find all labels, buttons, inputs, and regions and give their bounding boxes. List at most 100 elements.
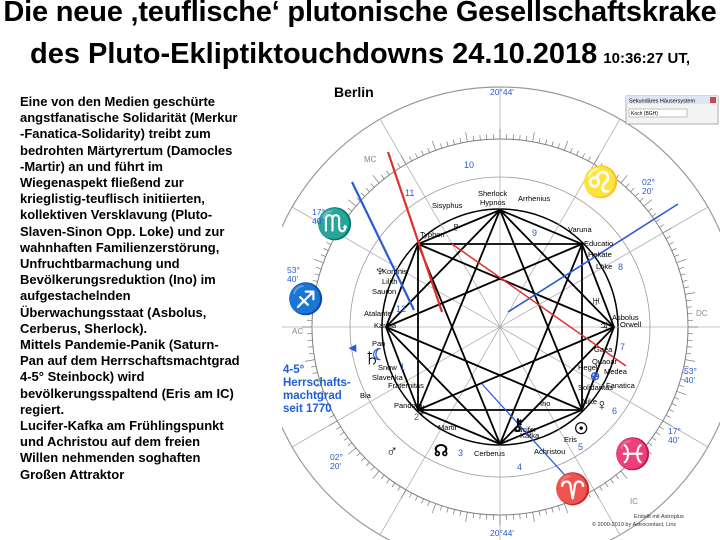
svg-text:8: 8 [618,262,623,272]
mars-glyph: ♂ [386,443,398,460]
body-label-kafka: Kafka [520,431,540,440]
ic-label: IC [630,497,638,506]
body-label-cerberus: Cerberus [474,449,505,458]
svg-text:40': 40' [668,435,679,445]
house-cusps [282,87,720,540]
astrology-chart: ♌ ♏ ♐ ♓ ♈ 20°44' 02° 20' 17° 40' 53° 40'… [282,84,720,540]
credit-line-2: © 2000-2019 by Astrocontact, Linz [592,521,676,528]
body-label-koronis: Koronis [382,267,408,276]
body-label-ino: Ino [540,399,550,408]
dialog-title: Sekundäres Häusersystem [629,99,695,105]
dialog-close-icon[interactable] [710,97,716,103]
svg-text:3: 3 [458,448,463,458]
planet-glyphs: ♇ ♆ ☾ ♄ ◄ ♅ ♃ ♀ ⊕ ☿ ♂ ☉ ⚷ ☊ [346,219,610,460]
house-system-dialog[interactable]: Sekundäres Häusersystem Koch (BGH) [625,95,719,125]
degree-top: 20°44' [490,87,514,97]
aspect-lines [384,209,616,446]
ac-label: AC [292,327,303,336]
degree-left: 53° [287,265,300,275]
body-label-fraternitas: Fraternitas [388,381,424,390]
body-label-sauron: Sauron [372,287,396,296]
jupiter-glyph: ♃ [598,318,610,335]
venus-marker: ⊕ [590,369,600,383]
north-node-glyph: ☊ [434,443,448,460]
aries-sign: ♈ [554,471,591,506]
body-label-solidaritas: Solidaritas [578,383,613,392]
sun-glyph: ☉ [574,421,588,438]
svg-text:9: 9 [532,228,537,238]
saturn-glyph: ♄ [362,342,382,372]
body-label-orwell: Orwell [620,320,642,329]
leo-sign: ♌ [582,164,619,199]
svg-text:2: 2 [414,412,419,422]
body-label-gaea: Gaea [594,345,613,354]
body-label-hegel: Hegel [578,363,598,372]
body-label-sherlock: Sherlock [478,189,507,198]
body-label-löke: Löke [596,262,612,271]
body-label-fanatica: Fanatica [606,381,636,390]
dc-label: DC [696,309,708,318]
body-label-educatio: Educatio [584,239,613,248]
svg-text:20': 20' [642,186,653,196]
svg-text:10: 10 [464,160,474,170]
degree-upper-left: 17° [312,207,325,217]
red-aspect-line [451,243,627,367]
red-axis-line [386,151,444,313]
body-label-medea: Medea [604,367,628,376]
body-label-asbolus: Asbolus [612,313,639,322]
body-label-bia: Bia [360,391,372,400]
blue-lower-line [481,383,583,495]
pisces-sign: ♓ [614,436,651,471]
degree-lower-right: 17° [668,426,681,436]
herrschaftsmachtgrad-label: 4-5° Herrschafts- machtgrad seit 1770 [283,364,351,415]
chiron-glyph: ⚷ [512,417,524,434]
svg-text:5: 5 [578,442,583,452]
blue-axis-line [351,181,415,311]
house-numbers: 10 11 9 12 8 1 7 2 6 3 5 4 [396,160,625,472]
body-label-hypnos: Hypnos [480,198,506,207]
horoscope-wheel: ♌ ♏ ♐ ♓ ♈ 20°44' 02° 20' 17° 40' 53° 40'… [282,86,720,540]
body-label-quaoar: Quaoar [592,357,618,366]
svg-text:20': 20' [330,461,341,471]
body-label-lucifer: Lucifer [514,425,537,434]
degree-labels: 20°44' 02° 20' 17° 40' 53° 40' 53° 40' 0… [287,87,697,538]
body-label-achristou: Achristou [534,447,565,456]
body-label-snow: Snow [378,363,397,372]
body-label-lilith: Lilith [382,277,397,286]
venus-glyph: ♀ [596,397,608,414]
svg-text:6: 6 [612,406,617,416]
svg-text:11: 11 [405,188,414,198]
pluto-glyph: ♇ [450,219,462,236]
degree-right: 53° [684,366,697,376]
city-label: Berlin [334,84,374,100]
title-line-1: Die neue ‚teuflische‘ plutonische Gesell… [3,0,717,28]
body-label-martir: Martir [438,423,458,432]
body-label-atalante: Atalante [364,309,392,318]
svg-text:4: 4 [517,462,522,472]
degree-upper-right: 02° [642,177,655,187]
zodiac-signs: ♌ ♏ ♐ ♓ ♈ [287,164,651,506]
body-label-hekate: Hekate [588,250,612,259]
svg-text:1: 1 [400,362,405,372]
sagittarius-sign: ♐ [287,281,324,316]
title-date: des Pluto-Ekliptiktouchdowns 24.10.2018 [30,38,598,70]
body-label-arrhenius: Arrhenius [518,194,550,203]
body-label-pan: Pan [372,339,385,348]
svg-text:7: 7 [620,342,625,352]
neptune-glyph: ♆ [374,263,386,280]
description-text: Eine von den Medien geschürte angstfanat… [20,94,240,482]
house-system-select[interactable] [628,108,688,118]
axis-labels: MC AC DC IC [292,155,708,506]
ascendant-arrow: ◄ [346,340,359,355]
blue-aspect-line [507,203,679,313]
svg-text:40': 40' [684,375,695,385]
body-label-pandora: Pandora [394,401,423,410]
body-label-eris: Eris [564,435,577,444]
moon-glyph: ☾ [372,347,386,364]
body-label-varuna: Varuna [568,225,592,234]
body-label-nike: Nike [582,397,597,406]
credit-line-1: Erstellt mit Astroplus [634,514,684,520]
body-label-slavenka: Slavenka [372,373,404,382]
